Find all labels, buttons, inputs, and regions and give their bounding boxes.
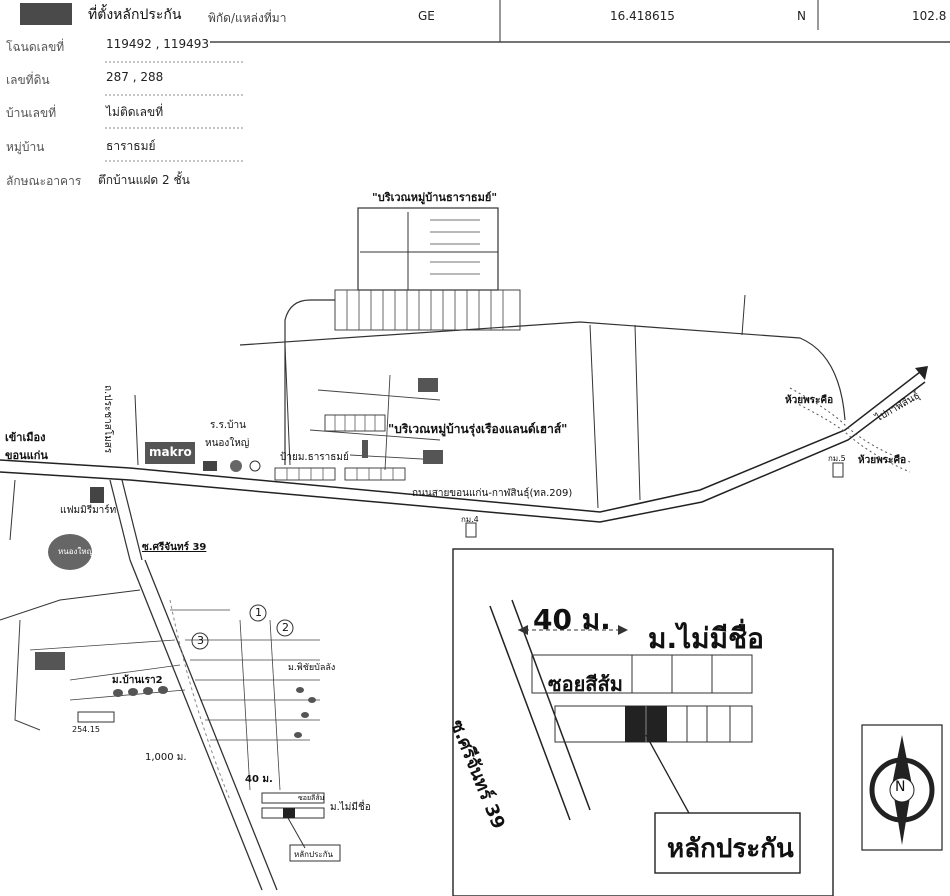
inset-soi: ซอยสีส้ม xyxy=(548,672,623,696)
label-makro: makro xyxy=(149,445,192,459)
inset-distance: 40 ม. xyxy=(533,603,611,636)
label-sign-village: ป้ายม.ธาราธมย์ xyxy=(280,452,349,463)
marker-2: 2 xyxy=(282,621,289,634)
compass-north: N xyxy=(895,779,906,795)
header-marker xyxy=(20,3,72,25)
label-km5: กม.5 xyxy=(828,454,846,463)
label-soi-small: ซอยลีส้ม xyxy=(298,794,325,802)
village-value: ธาราธมย์ xyxy=(106,139,156,153)
label-highway: ถนนสายขอนแก่น-กาฬสินธุ์(ทล.209) xyxy=(412,488,573,499)
village-label: หมู่บ้าน xyxy=(6,140,45,154)
label-to-city: เข้าเมือง xyxy=(5,431,46,444)
label-market: แฟมมิรีมาร์ท xyxy=(60,505,117,516)
inset-no-name: ม.ไม่มีชื่อ xyxy=(648,622,764,655)
label-school-2: หนองใหญ่ xyxy=(205,438,250,449)
land-no-value: 287 , 288 xyxy=(106,70,164,84)
label-school: ร.ร.บ้าน xyxy=(210,420,246,431)
latitude: 16.418615 xyxy=(610,9,675,23)
page-title: ที่ตั้งหลักประกัน xyxy=(88,7,182,23)
label-baan-ya: ม.บ้านเรา2 xyxy=(112,675,163,686)
longitude: 102.8 xyxy=(912,9,947,23)
deed-value: 119492 , 119493 xyxy=(106,37,210,51)
label-dist-40-small: 40 ม. xyxy=(245,774,273,785)
building-value: ตึกบ้านแฝด 2 ชั้น xyxy=(98,173,190,187)
marker-1: 1 xyxy=(255,606,262,619)
label-baan-sm: 254.15 xyxy=(72,725,100,734)
coord-label: พิกัด/แหล่งที่มา xyxy=(208,11,287,25)
marker-3: 3 xyxy=(197,634,204,647)
land-no-label: เลขที่ดิน xyxy=(6,73,50,87)
building-label: ลักษณะอาคาร xyxy=(6,174,82,188)
inset-collateral: หลักประกัน xyxy=(667,834,794,864)
house-no-value: ไม่ติดเลขที่ xyxy=(106,105,164,119)
deed-label: โฉนดเลขที่ xyxy=(6,40,65,54)
label-no-name-small: ม.ไม่มีชื่อ xyxy=(330,802,371,813)
latitude-dir: N xyxy=(797,9,806,23)
label-to-city-2: ขอนแก่น xyxy=(5,449,48,462)
label-village-north: "บริเวณหมู่บ้านธาราธมย์" xyxy=(372,191,498,204)
label-village-mid: "บริเวณหมู่บ้านรุ่งเรืองแลนด์เฮาส์" xyxy=(388,422,568,436)
label-soi-srichan: ซ.ศรีจันทร์ 39 xyxy=(142,542,207,553)
label-phibul: ม.พิชัยบัลลัง xyxy=(288,663,336,673)
label-road-pracha: ถ.ประชาสโมสร xyxy=(102,385,113,454)
label-collateral-small: หลักประกัน xyxy=(294,850,334,859)
coord-source: GE xyxy=(418,9,435,23)
label-creek-2: ห้วยพระคือ xyxy=(858,455,907,466)
label-dist-1000: 1,000 ม. xyxy=(145,752,187,763)
label-creek-1: ห้วยพระคือ xyxy=(785,395,834,406)
house-no-label: บ้านเลขที่ xyxy=(6,106,57,120)
label-km4: กม.4 xyxy=(461,515,479,524)
label-pond: หนองใหญ่ xyxy=(58,547,94,556)
